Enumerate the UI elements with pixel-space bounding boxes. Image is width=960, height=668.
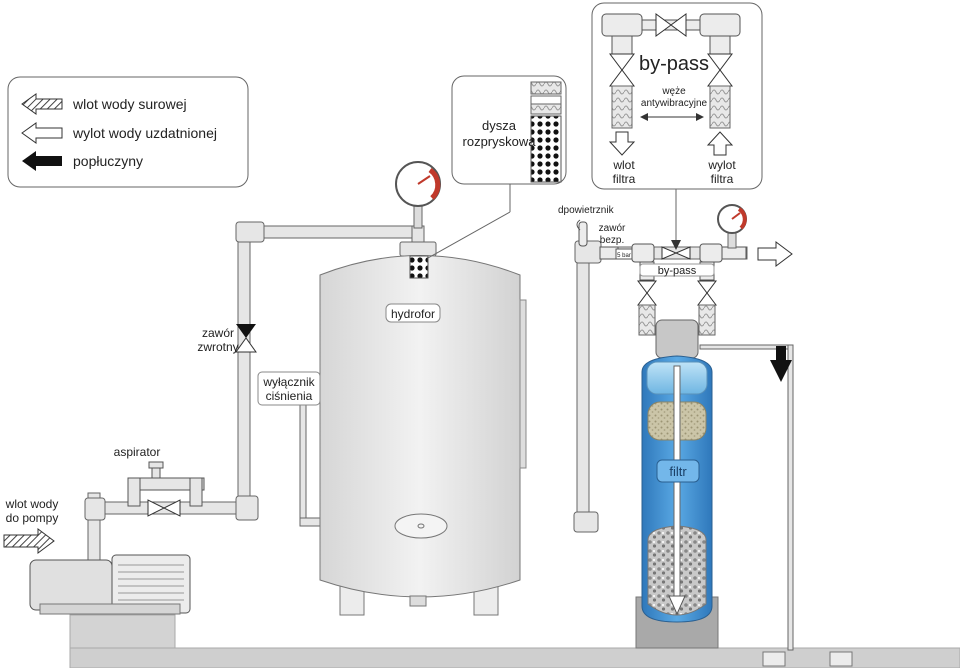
aspirator-assembly [127,461,205,507]
floor [69,596,960,668]
safety-valve-rating: 5 bar [617,253,631,259]
pump-motor-icon [29,554,191,615]
aspirator-label: aspirator [114,445,161,459]
check-valve-icon [235,324,257,353]
legend-labels: wlot wody surowej wylot wody uzdatnionej… [72,96,217,169]
nozzle-label-line2: rozpryskowa [463,134,537,149]
hydrofor-label: hydrofor [391,307,435,321]
raw-water-inlet-arrow [3,528,55,554]
pump-inlet-label-line1: wlot wody [5,497,59,511]
legend-item-raw-water: wlot wody surowej [72,96,187,112]
hoses-label-line2: antywibracyjne [641,98,708,109]
filter-pressure-gauge-icon [717,204,747,249]
pressure-switch-label-line1: wyłącznik [262,375,315,389]
pressure-switch-box [257,371,321,406]
hoses-label-line1: węże [661,86,686,97]
air-vent-label: dpowietrznik [558,205,615,216]
nozzle-label-line1: dysza [482,118,517,133]
pressure-gauge-icon [395,161,441,229]
bypass-callout-title: by-pass [639,53,709,75]
legend-item-backwash: popłuczyny [73,153,143,169]
drain-outlet [762,651,853,667]
filter-outlet-label-line1: wylot [707,158,736,172]
legend [7,76,249,188]
bypass-callout [591,2,763,250]
nozzle-callout [427,75,567,259]
filter-inlet-label-line2: filtra [613,172,636,186]
pipe-elbows [84,221,602,533]
check-valve-label-line2: zwrotny [197,340,238,354]
filter-label: filtr [669,464,687,479]
legend-item-treated-water: wylot wody uzdatnionej [72,125,217,141]
hydrofor-tank [319,255,527,616]
treated-water-outlet-arrow [757,241,793,267]
gate-valve-icon [147,499,181,517]
air-vent [576,219,588,247]
backwash-drain-arrow [770,346,792,382]
pump-inlet-label-line2: do pompy [6,511,59,525]
filter-vessel [641,319,713,623]
pressure-switch-label-line2: ciśnienia [266,389,313,403]
safety-valve-label-line1: zawór [599,223,626,234]
bypass-assembly [599,243,747,336]
check-valve-label-line1: zawór [202,326,234,340]
filter-outlet-label-line2: filtra [711,172,734,186]
safety-valve-label-line2: bezp. [600,235,624,246]
bypass-label: by-pass [658,265,697,277]
filter-inlet-label-line1: wlot [612,158,635,172]
